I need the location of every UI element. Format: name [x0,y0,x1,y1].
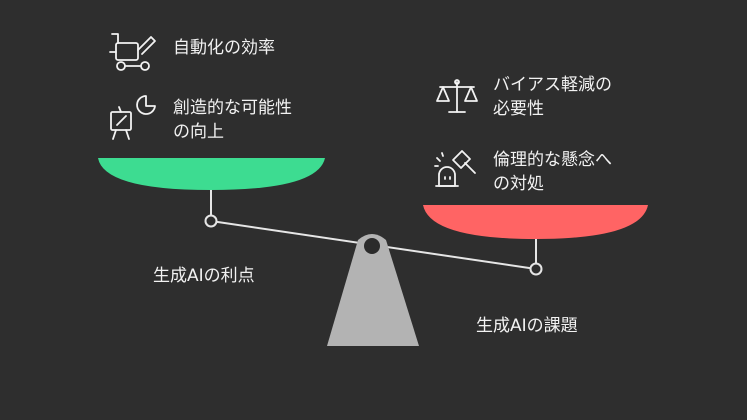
left-title: 生成AIの利点 [153,266,255,286]
gavel-icon [434,150,476,187]
right-title: 生成AIの課題 [476,316,578,336]
machine-automation-icon [109,33,156,71]
right-item-ethics-line2: の対処 [493,174,544,194]
left-item-creativity-line2: の向上 [173,122,224,142]
scale-fulcrum [327,234,419,346]
left-hinge [204,214,218,228]
right-hinge [529,262,543,276]
right-pan [423,205,648,239]
left-item-creativity-line1: 創造的な可能性 [173,98,292,118]
fulcrum-pivot [364,238,380,254]
creative-easel-icon [110,95,156,140]
right-item-ethics-line1: 倫理的な懸念へ [493,150,612,170]
right-item-bias-line2: 必要性 [493,99,544,119]
left-pan [98,158,325,190]
balance-scale-icon [436,79,478,113]
left-item-automation-text: 自動化の効率 [173,38,275,58]
right-item-bias-line1: バイアス軽減の [493,75,612,95]
